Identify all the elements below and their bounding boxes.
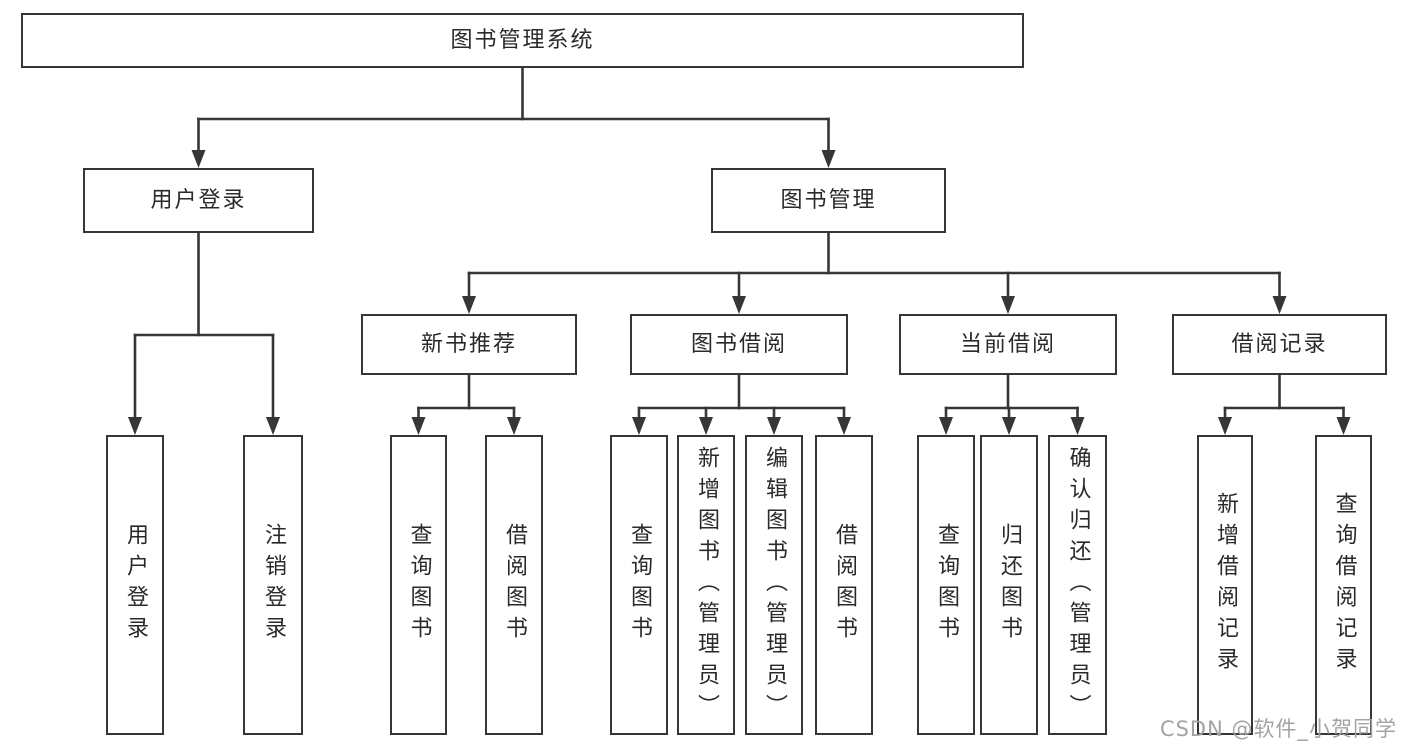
leaf-logout: 注销登录 [243,435,303,735]
leaf-confirm-return-admin: 确认归还（管理员） [1048,435,1107,735]
leaf-borrow-books-recommend: 借阅图书 [485,435,543,735]
leaf-edit-book-admin: 编辑图书（管理员） [745,435,803,735]
leaf-query-borrow-record: 查询借阅记录 [1315,435,1372,735]
connector-book-management-children [462,231,1287,314]
node-borrow-records: 借阅记录 [1172,314,1387,375]
node-new-book-recommend: 新书推荐 [361,314,577,375]
node-current-borrow: 当前借阅 [899,314,1117,375]
leaf-query-books-recommend: 查询图书 [390,435,447,735]
connector-user-login-children [128,231,280,435]
node-book-management: 图书管理 [711,168,946,233]
connector-book-borrow-children [632,373,851,435]
node-user-login: 用户登录 [83,168,314,233]
leaf-add-book-admin: 新增图书（管理员） [677,435,735,735]
connector-current-borrow-children [939,373,1085,435]
csdn-watermark: CSDN @软件_小贺同学 [1159,717,1397,741]
leaf-add-borrow-record: 新增借阅记录 [1197,435,1253,735]
leaf-query-books-current: 查询图书 [917,435,975,735]
leaf-borrow-books: 借阅图书 [815,435,873,735]
connector-root-to-level2 [191,66,836,168]
leaf-query-books-borrow: 查询图书 [610,435,668,735]
connector-borrow-records-children [1218,373,1351,435]
leaf-return-book: 归还图书 [980,435,1038,735]
connector-new-book-recommend-children [411,373,521,435]
node-root-library-system: 图书管理系统 [21,13,1024,68]
node-book-borrow: 图书借阅 [630,314,848,375]
leaf-user-login: 用户登录 [106,435,164,735]
